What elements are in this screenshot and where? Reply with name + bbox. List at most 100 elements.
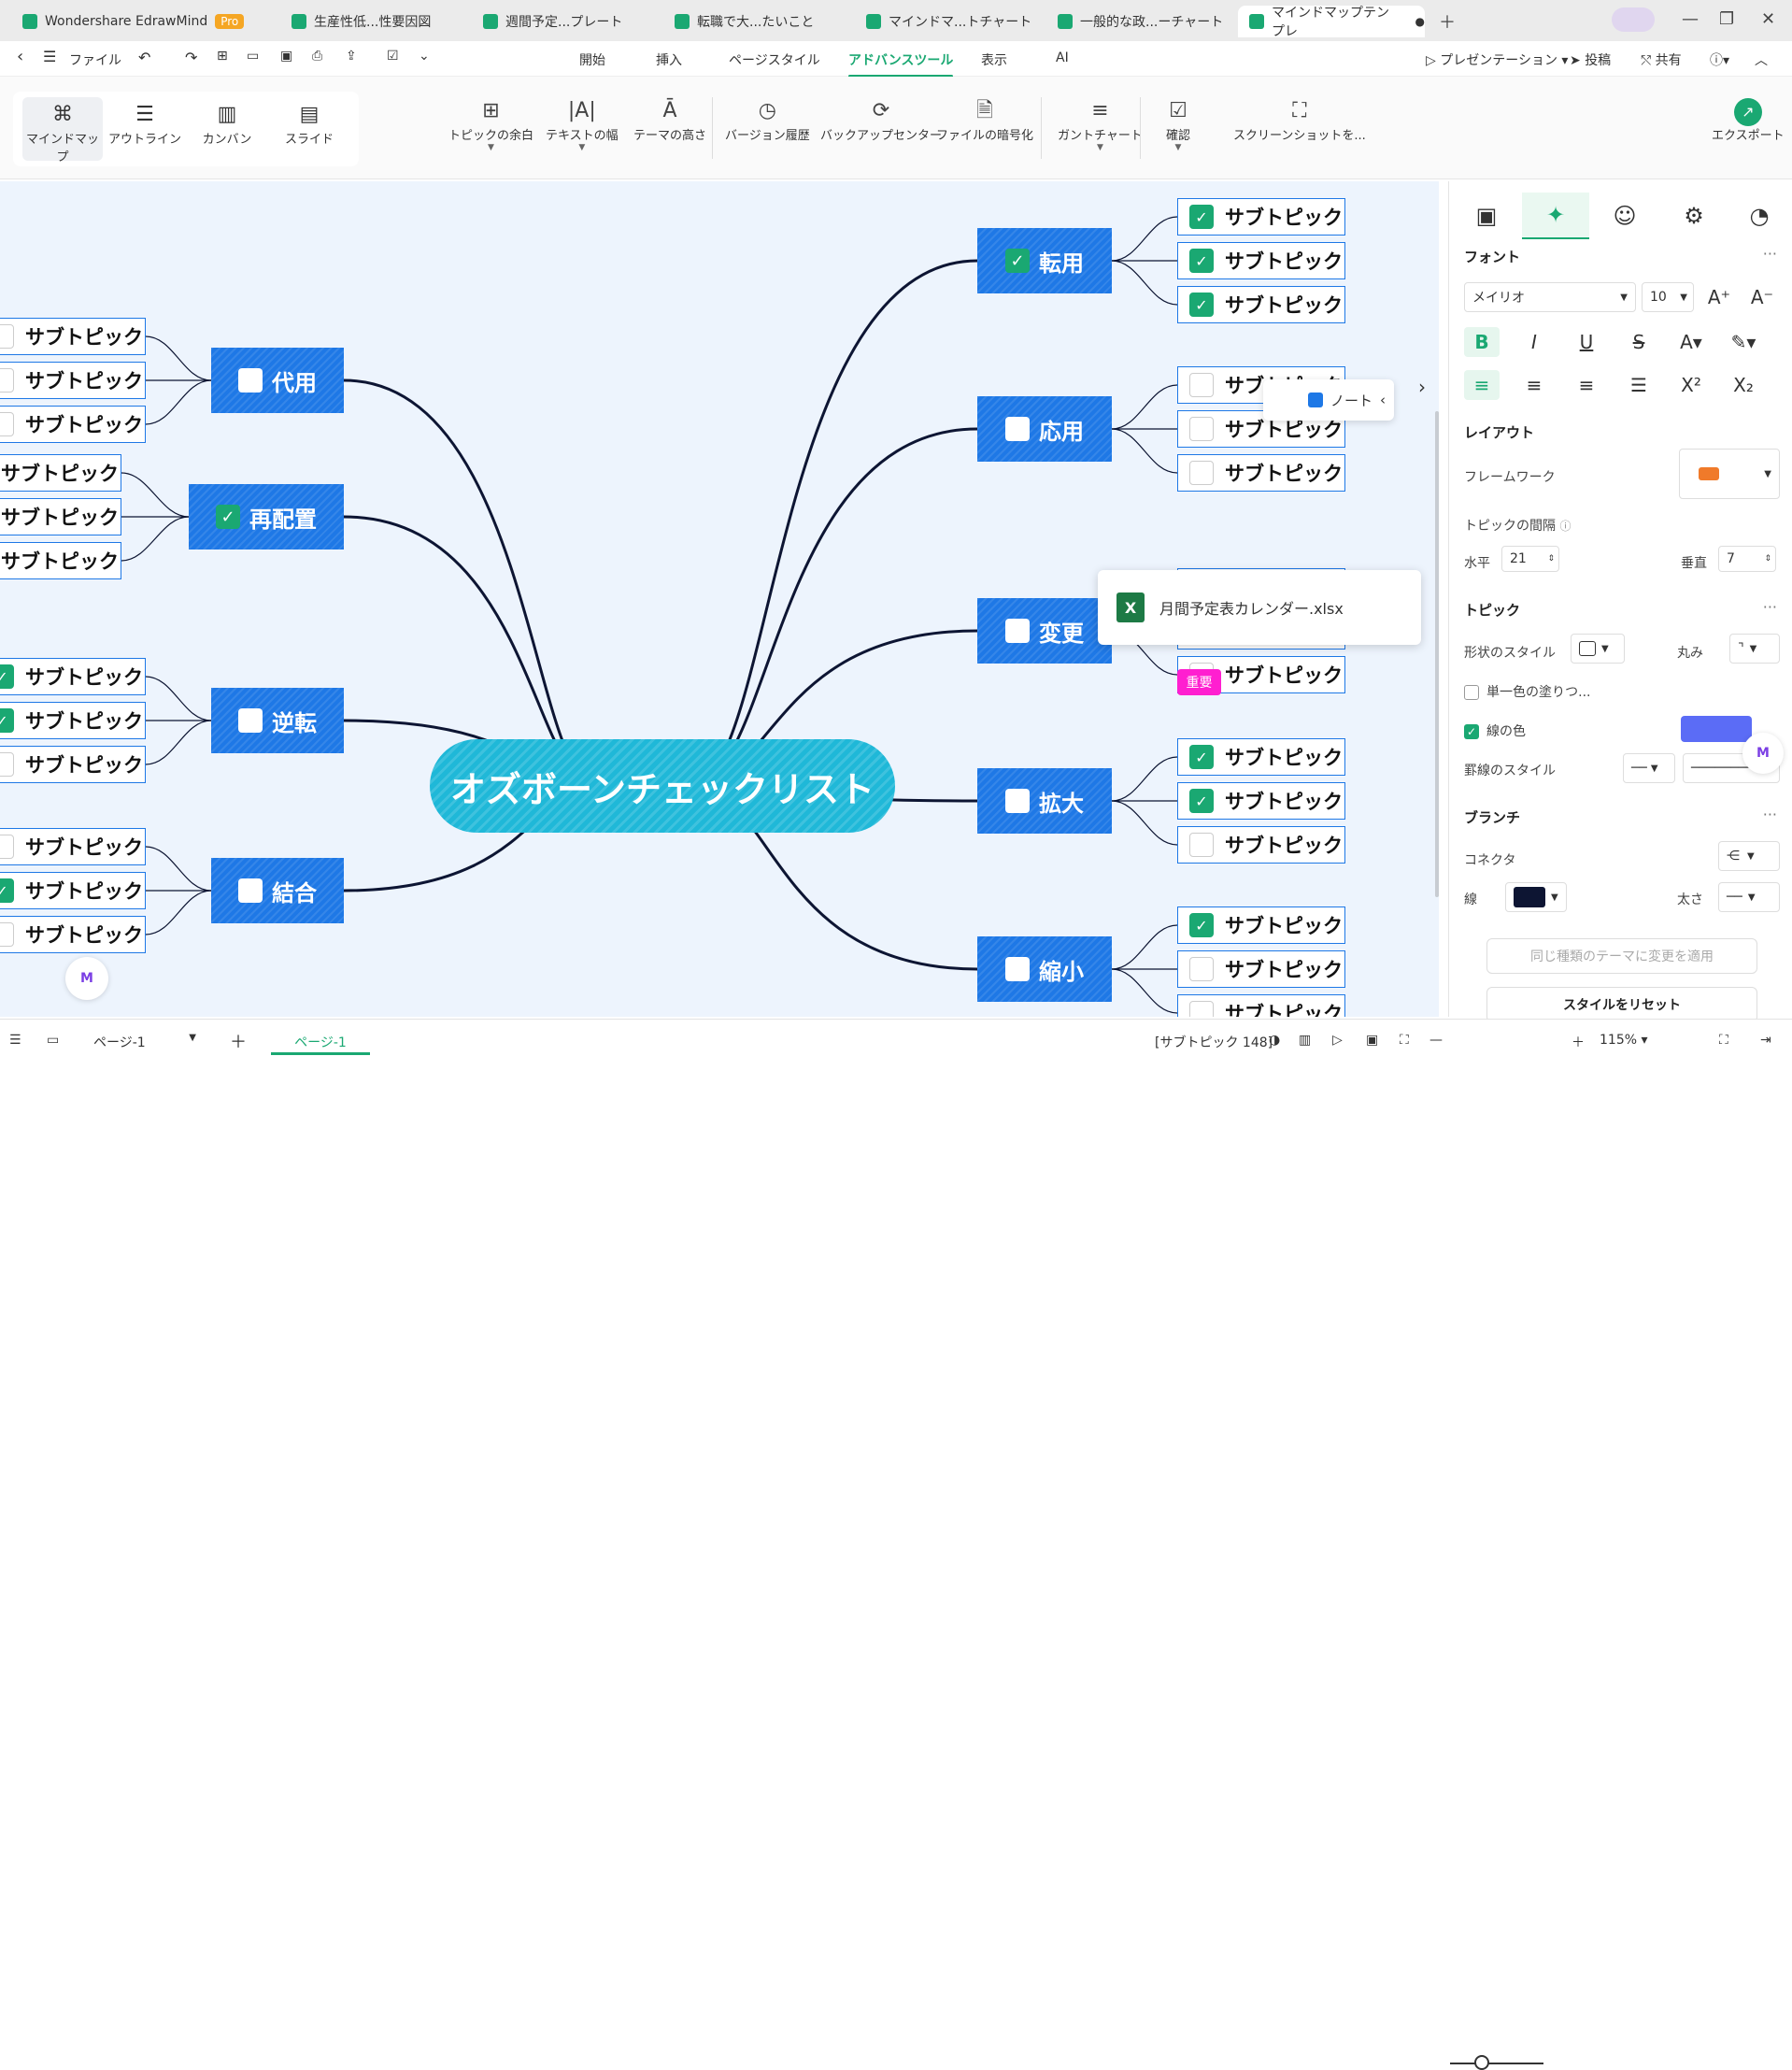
checkbox-checked-icon[interactable]: ✓	[1189, 913, 1214, 937]
maximize-icon[interactable]: ❐	[1719, 9, 1735, 29]
checkbox-icon[interactable]	[0, 368, 14, 393]
share-button[interactable]: ⤲ 共有	[1641, 53, 1682, 68]
stepper-icon[interactable]: ⇕	[1547, 554, 1555, 564]
subtopic-right-4-2[interactable]: サブトピック	[1177, 994, 1345, 1017]
subtopic-right-0-0[interactable]: ✓サブトピック	[1177, 198, 1345, 236]
encrypt-file-tool[interactable]: 🗎ファイルの暗号化	[936, 97, 1033, 143]
branch-color-select[interactable]: ▼	[1505, 882, 1567, 912]
apply-theme-button[interactable]: 同じ種類のテーマに変更を適用	[1486, 938, 1757, 974]
document-tab-active[interactable]: マインドマップテンプレ●	[1238, 6, 1425, 39]
subtopic-left-2-1[interactable]: ✓サブトピック	[0, 702, 146, 739]
collapse-icon[interactable]: ⇥	[1760, 1033, 1771, 1048]
document-tab-4[interactable]: マインドマ...トチャート	[855, 6, 1032, 37]
help-icon[interactable]: ⓘ▾	[1710, 53, 1730, 68]
main-topic-right-1[interactable]: 応用	[977, 396, 1112, 462]
close-icon[interactable]: ✕	[1761, 9, 1776, 29]
checkbox-icon[interactable]	[1189, 1001, 1214, 1017]
checkbox-icon[interactable]	[1189, 461, 1214, 485]
checkbox-checked-icon[interactable]: ✓	[1189, 789, 1214, 813]
tab-page-format[interactable]: ▣	[1453, 193, 1520, 239]
main-topic-left-2[interactable]: 逆転	[211, 688, 344, 753]
subtopic-right-0-2[interactable]: ✓サブトピック	[1177, 286, 1345, 323]
main-topic-right-2[interactable]: 変更	[977, 598, 1112, 664]
checkbox-icon[interactable]	[238, 368, 263, 393]
checkbox-icon[interactable]	[0, 412, 14, 436]
hamburger-menu-icon[interactable]: ☰	[43, 48, 57, 65]
decrease-font-icon[interactable]: A⁻	[1750, 286, 1774, 308]
checkbox-checked-icon[interactable]: ✓	[0, 664, 14, 689]
unsaved-dot-icon[interactable]: ●	[1415, 15, 1425, 28]
checkbox-icon[interactable]	[238, 708, 263, 733]
focus-icon[interactable]: ◑	[1269, 1033, 1281, 1048]
gantt-chart-tool[interactable]: ≡ガントチャート▼	[1058, 97, 1143, 152]
checkbox-checked-icon[interactable]: ✓	[1464, 724, 1479, 739]
subtopic-right-4-1[interactable]: サブトピック	[1177, 950, 1345, 988]
zoom-slider-track[interactable]	[1450, 2063, 1543, 2064]
checkbox-icon[interactable]: ☑	[387, 49, 399, 64]
panel-toggle-icon[interactable]: ▭	[47, 1033, 60, 1048]
checkbox-icon[interactable]	[1005, 957, 1030, 981]
menu-start[interactable]: 開始	[579, 53, 605, 68]
backup-center-tool[interactable]: ⟳バックアップセンター	[820, 97, 942, 143]
view-mindmap[interactable]: ⌘マインドマップ	[22, 97, 103, 164]
publish-button[interactable]: ➤ 投稿	[1570, 53, 1612, 68]
checkbox-checked-icon[interactable]: ✓	[1005, 249, 1030, 273]
note-popup[interactable]: ノート ‹	[1263, 379, 1394, 421]
font-family-select[interactable]: メイリオ▼	[1464, 282, 1636, 312]
fit-page-icon[interactable]: ▣	[1366, 1033, 1379, 1048]
font-more-icon[interactable]: ···	[1762, 245, 1777, 263]
new-tab-plus-icon[interactable]: ＋	[1439, 13, 1456, 33]
checkbox-icon[interactable]	[1189, 957, 1214, 981]
subtopic-left-2-2[interactable]: サブトピック	[0, 746, 146, 783]
subtopic-right-3-1[interactable]: ✓サブトピック	[1177, 782, 1345, 820]
subtopic-left-0-0[interactable]: サブトピック	[0, 318, 146, 355]
ai-assistant-icon[interactable]: M	[65, 957, 108, 1000]
more-icon[interactable]: ⌄	[419, 49, 430, 64]
stepper-icon[interactable]: ⇕	[1764, 554, 1771, 564]
align-left-icon[interactable]: ≡	[1464, 370, 1500, 400]
mindmap-canvas[interactable]: オズボーンチェックリスト 代用サブトピックサブトピックサブトピック✓再配置サブト…	[0, 181, 1439, 1017]
subtopic-left-1-0[interactable]: サブトピック	[0, 454, 121, 492]
branch-more-icon[interactable]: ···	[1762, 806, 1777, 823]
checkbox-icon[interactable]	[1189, 373, 1214, 397]
subtopic-left-0-2[interactable]: サブトピック	[0, 406, 146, 443]
strikethrough-icon[interactable]: S	[1632, 331, 1645, 353]
checkbox-icon[interactable]	[0, 922, 14, 947]
bold-icon[interactable]: B	[1464, 327, 1500, 357]
chevron-left-icon[interactable]: ‹	[1380, 392, 1387, 408]
connector-select[interactable]: ⋲▼	[1718, 841, 1780, 871]
redo-icon[interactable]: ↷	[185, 49, 198, 66]
checkbox-checked-icon[interactable]: ✓	[1189, 205, 1214, 229]
line-color-swatch[interactable]	[1681, 716, 1752, 742]
subtopic-right-1-2[interactable]: サブトピック	[1177, 454, 1345, 492]
document-tab-2[interactable]: 週間予定...プレート	[472, 6, 649, 37]
minimize-icon[interactable]: —	[1682, 9, 1699, 29]
increase-font-icon[interactable]: A⁺	[1707, 286, 1731, 308]
horizontal-spacing-input[interactable]: 21⇕	[1501, 546, 1559, 572]
checkbox-icon[interactable]	[0, 752, 14, 777]
superscript-icon[interactable]: X²	[1681, 374, 1701, 396]
thickness-select[interactable]: ──▼	[1718, 882, 1780, 912]
outline-toggle-icon[interactable]: ☰	[9, 1033, 21, 1048]
play-icon[interactable]: ▷	[1332, 1033, 1343, 1048]
reset-style-button[interactable]: スタイルをリセット	[1486, 987, 1757, 1022]
subtopic-left-2-0[interactable]: ✓サブトピック	[0, 658, 146, 695]
important-tag[interactable]: 重要	[1177, 669, 1221, 695]
subtopic-left-1-1[interactable]: サブトピック	[0, 498, 121, 535]
back-icon[interactable]: ‹	[17, 47, 24, 66]
save-icon[interactable]: ▣	[280, 49, 293, 64]
vertical-scrollbar[interactable]	[1435, 411, 1439, 897]
align-center-icon[interactable]: ≡	[1526, 374, 1543, 396]
checkbox-checked-icon[interactable]: ✓	[1189, 745, 1214, 769]
main-topic-right-3[interactable]: 拡大	[977, 768, 1112, 834]
export-tool[interactable]: ↗エクスポート	[1712, 97, 1785, 143]
main-topic-left-3[interactable]: 結合	[211, 858, 344, 923]
text-width-tool[interactable]: |A|テキストの幅▼	[546, 97, 619, 152]
checkbox-icon[interactable]	[0, 324, 14, 349]
central-topic[interactable]: オズボーンチェックリスト	[430, 739, 895, 833]
full-map-icon[interactable]: ⛶	[1400, 1033, 1409, 1048]
underline-icon[interactable]: U	[1579, 331, 1594, 353]
fullscreen-icon[interactable]: ⛶	[1719, 1033, 1728, 1048]
zoom-level[interactable]: 115% ▾	[1600, 1033, 1648, 1048]
